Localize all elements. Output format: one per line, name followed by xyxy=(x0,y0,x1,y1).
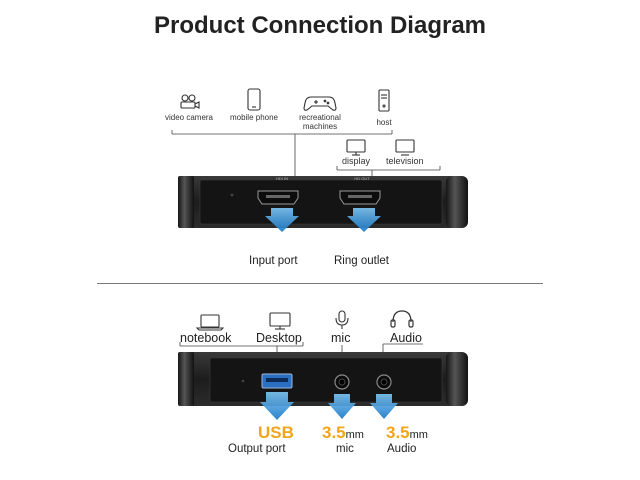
source-label-recreational-machines: recreational machines xyxy=(299,113,341,131)
output-port-label: Output port xyxy=(228,443,286,455)
audio-spec-unit: mm xyxy=(409,429,428,441)
hdmi-out-port xyxy=(339,190,381,205)
mic-spec-unit: mm xyxy=(345,429,364,441)
mobile-phone-icon xyxy=(247,88,261,111)
monitor-icon xyxy=(346,139,366,156)
audio-spec: 3.5mm xyxy=(386,423,428,443)
output-label-display: display xyxy=(342,156,371,166)
mic-arrow xyxy=(328,394,356,419)
video-camera-icon xyxy=(180,94,200,109)
capture-device-top xyxy=(178,176,468,228)
audio-spec-value: 3.5 xyxy=(386,423,410,442)
mic-spec-value: 3.5 xyxy=(322,423,346,442)
gamepad-icon xyxy=(303,96,337,111)
usb-spec: USB xyxy=(258,423,294,443)
ring-outlet-label: Ring outlet xyxy=(334,255,389,267)
device-label-mic: mic xyxy=(331,331,351,345)
section-divider xyxy=(97,283,543,284)
output-label-television: television xyxy=(386,156,424,166)
hdmi-out-print: HD OUT xyxy=(354,176,370,181)
audio-jack xyxy=(376,374,392,390)
audio-port-label: Audio xyxy=(387,443,417,455)
microphone-icon xyxy=(335,310,349,329)
source-label-host: host xyxy=(376,118,392,127)
source-label-video-camera: video camera xyxy=(164,113,214,122)
usb-spec-text: USB xyxy=(258,423,294,442)
usb-output-arrow xyxy=(260,392,294,420)
mic-spec: 3.5mm xyxy=(322,423,364,443)
hdmi-in-print: HDI IN xyxy=(276,176,288,181)
capture-device-bottom xyxy=(178,352,468,406)
usb-port xyxy=(261,373,293,389)
laptop-icon xyxy=(195,314,225,331)
device-label-audio: Audio xyxy=(390,331,422,345)
source-label-mobile-phone: mobile phone xyxy=(229,113,279,122)
mic-jack xyxy=(334,374,350,390)
input-port-label: Input port xyxy=(249,255,298,267)
device-label-notebook: notebook xyxy=(180,331,232,345)
diagram-title: Product Connection Diagram xyxy=(153,12,487,39)
device-label-desktop: Desktop xyxy=(256,331,302,345)
input-connector-lines xyxy=(171,130,393,178)
ring-outlet-arrow xyxy=(347,208,381,232)
desktop-monitor-icon xyxy=(269,312,291,330)
audio-arrow xyxy=(370,394,398,419)
hdmi-in-port xyxy=(257,190,299,205)
pc-tower-icon xyxy=(378,89,390,112)
mic-port-label: mic xyxy=(336,443,354,455)
input-port-arrow xyxy=(265,208,299,232)
tv-icon xyxy=(395,139,415,156)
headphones-icon xyxy=(390,310,414,328)
